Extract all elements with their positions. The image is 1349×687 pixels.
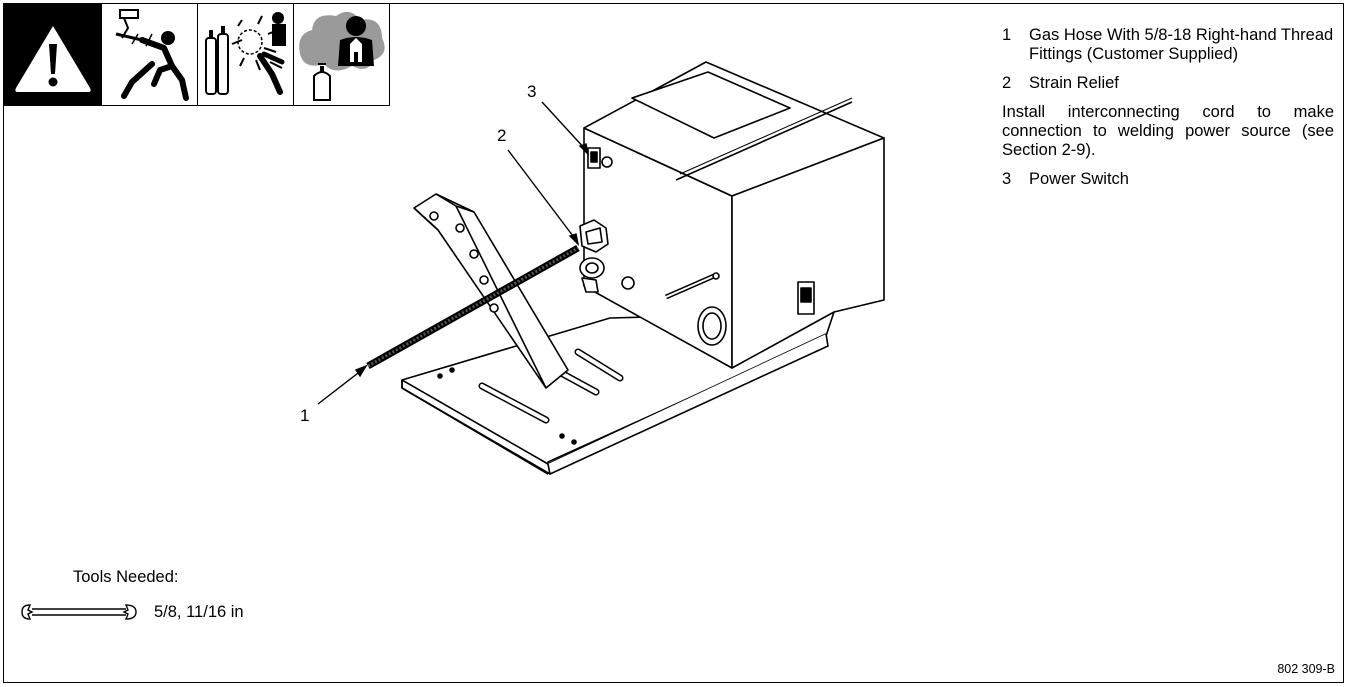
legend-text: Power Switch [1029,170,1129,188]
wrench-sizes: 5/8, 11/16 in [154,602,244,621]
legend-item-3: 3 Power Switch [1002,170,1334,189]
parts-legend: 1 Gas Hose With 5/8-18 Right-hand Thread… [1002,26,1334,199]
callout-3: 3 [527,82,537,101]
legend-text: Strain Relief [1029,74,1119,92]
legend-text: Gas Hose With 5/8-18 Right-hand Thread F… [1029,26,1334,63]
exclamation-warning-icon [4,4,102,106]
figure-reference: 802 309-B [1277,662,1335,676]
cylinder-explosion-icon [198,4,294,106]
callout-1: 1 [300,406,310,425]
fumes-gases-icon [294,4,390,106]
cabinet-right-face [731,137,885,369]
legend-item-1: 1 Gas Hose With 5/8-18 Right-hand Thread… [1002,26,1334,64]
tools-row: 5/8, 11/16 in [20,602,244,622]
legend-note: Install interconnecting cord to make con… [1002,103,1334,159]
electric-shock-icon [102,4,198,106]
tools-needed-label: Tools Needed: [73,568,179,586]
legend-number: 2 [1002,74,1012,92]
page-frame [3,3,1344,683]
legend-number: 3 [1002,170,1012,188]
legend-item-2: 2 Strain Relief [1002,74,1334,93]
wrench-icon [21,604,137,620]
legend-number: 1 [1002,26,1012,44]
safety-warning-strip [4,4,390,106]
callout-2: 2 [497,126,507,145]
